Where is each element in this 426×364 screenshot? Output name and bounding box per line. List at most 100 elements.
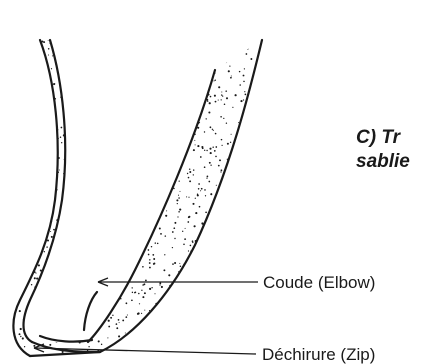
stipple-dot <box>239 71 240 72</box>
stipple-dot <box>98 319 100 321</box>
stipple-dot <box>190 353 192 355</box>
stipple-dot <box>73 137 75 139</box>
stipple-dot <box>135 82 136 83</box>
stipple-dot <box>185 80 187 82</box>
stipple-dot <box>146 334 148 336</box>
stipple-dot <box>23 190 25 192</box>
stipple-dot <box>224 104 226 106</box>
stipple-dot <box>21 58 23 60</box>
stipple-dot <box>228 220 230 222</box>
stipple-dot <box>88 346 89 347</box>
stipple-dot <box>47 153 48 154</box>
stipple-dot <box>92 315 93 316</box>
stipple-dot <box>63 227 65 229</box>
stipple-dot <box>179 96 180 97</box>
stipple-dot <box>52 55 53 56</box>
stipple-dot <box>224 305 226 307</box>
stipple-dot <box>220 171 221 172</box>
stipple-dot <box>17 242 19 244</box>
stipple-dot <box>108 46 110 48</box>
stipple-dot <box>181 283 183 285</box>
stipple-dot <box>228 188 230 190</box>
stipple-dot <box>155 112 156 113</box>
stipple-dot <box>134 58 135 59</box>
stipple-dot <box>67 226 69 228</box>
stipple-dot <box>144 197 146 199</box>
stipple-dot <box>20 104 22 106</box>
stipple-dot <box>86 225 87 226</box>
stipple-dot <box>39 194 41 196</box>
stipple-dot <box>17 154 19 156</box>
stipple-dot <box>213 80 214 81</box>
stipple-dot <box>245 94 247 96</box>
stipple-dot <box>180 339 181 340</box>
stipple-dot <box>108 256 109 257</box>
stipple-dot <box>154 293 155 294</box>
stipple-dot <box>206 177 207 178</box>
stipple-dot <box>209 148 211 150</box>
stipple-dot <box>232 321 234 323</box>
stipple-dot <box>207 332 208 333</box>
stipple-dot <box>173 227 175 229</box>
stipple-dot <box>24 258 26 260</box>
stipple-dot <box>50 332 52 334</box>
stipple-dot <box>244 68 245 69</box>
stipple-dot <box>148 219 149 220</box>
stipple-dot <box>17 209 18 210</box>
stipple-dot <box>116 323 118 325</box>
stipple-dot <box>66 216 67 217</box>
stipple-dot <box>104 74 105 75</box>
stipple-dot <box>72 257 73 258</box>
stipple-dot <box>213 130 214 131</box>
stipple-dot <box>17 170 18 171</box>
stipple-dot <box>29 325 30 326</box>
stipple-dot <box>210 96 212 98</box>
stipple-dot <box>50 231 51 232</box>
stipple-dot <box>176 81 177 82</box>
stipple-dot <box>250 199 252 201</box>
stipple-dot <box>239 291 241 293</box>
stipple-dot <box>73 166 75 168</box>
stipple-dot <box>211 239 213 241</box>
stipple-dot <box>220 260 222 262</box>
stipple-dot <box>9 225 10 226</box>
stipple-dot <box>179 263 180 264</box>
stipple-dot <box>39 239 41 241</box>
stipple-dot <box>253 301 254 302</box>
stipple-dot <box>19 310 21 312</box>
stipple-dot <box>255 112 257 114</box>
stipple-dot <box>151 195 153 197</box>
stipple-dot <box>238 201 240 203</box>
stipple-dot <box>152 132 154 134</box>
stipple-dot <box>144 310 145 311</box>
stipple-dot <box>246 179 248 181</box>
stipple-dot <box>135 222 137 224</box>
stipple-dot <box>34 101 35 102</box>
stipple-dot <box>141 155 142 156</box>
stipple-dot <box>260 338 261 339</box>
stipple-dot <box>216 252 218 254</box>
stipple-dot <box>158 105 159 106</box>
stipple-dot <box>168 65 169 66</box>
stipple-dot <box>75 119 76 120</box>
stipple-dot <box>45 278 46 279</box>
stipple-dot <box>175 108 177 110</box>
stipple-dot <box>205 195 206 196</box>
stipple-dot <box>258 342 259 343</box>
stipple-dot <box>148 254 150 256</box>
stipple-dot <box>141 193 143 195</box>
stipple-dot <box>196 331 198 333</box>
stipple-dot <box>46 115 48 117</box>
stipple-dot <box>104 234 106 236</box>
stipple-dot <box>109 114 111 116</box>
stipple-dot <box>16 105 17 106</box>
stipple-dot <box>156 311 157 312</box>
stipple-dot <box>125 102 126 103</box>
stipple-dot <box>36 43 38 45</box>
stipple-dot <box>133 226 134 227</box>
stipple-dot <box>22 155 24 157</box>
stipple-dot <box>146 126 148 128</box>
stipple-dot <box>45 158 47 160</box>
stipple-dot <box>240 158 242 160</box>
stipple-dot <box>151 81 152 82</box>
